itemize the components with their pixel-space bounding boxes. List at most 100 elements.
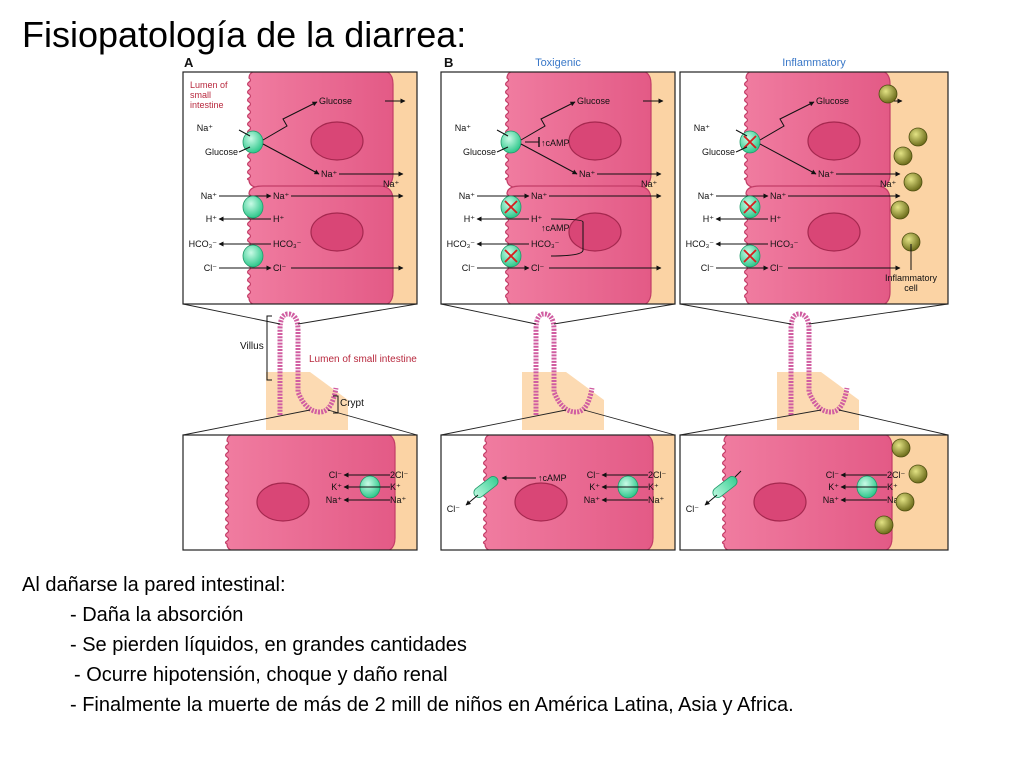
panel-border [679, 71, 949, 305]
bottom-panel-inflammatory: Cl⁻2Cl⁻K⁺K⁺Na⁺Na⁺Cl⁻ [679, 434, 949, 551]
na-arrow [759, 143, 817, 175]
zoom-line [679, 303, 792, 325]
ion-right-label: Na⁺ [770, 191, 787, 201]
zoom-line [440, 303, 537, 325]
ion-right-label: Cl⁻ [770, 263, 783, 273]
nucleus [514, 482, 568, 522]
ion-right-label: 2Cl⁻ [887, 470, 906, 480]
inflammatory-cell [908, 464, 928, 484]
note-item-1: - Daña la absorción [70, 604, 244, 626]
ion-left-label: Cl⁻ [826, 470, 839, 480]
note-item-2: - Se pierden líquidos, en grandes cantid… [70, 634, 467, 656]
zoom-line [838, 409, 949, 436]
ion-left-label: Cl⁻ [329, 470, 342, 480]
panel-a-label: A [184, 55, 194, 70]
panel-content [224, 435, 417, 550]
panel-b-label: B [444, 55, 453, 70]
nucleus [568, 121, 622, 161]
inflammatory-cell-label: Inflammatory [885, 273, 938, 283]
glucose-label: Glucose [463, 147, 496, 157]
zoom-line [679, 409, 822, 436]
crypt-cell [721, 435, 893, 550]
inflammatory-cell [874, 515, 894, 535]
ion-left-label: HCO₃⁻ [189, 239, 218, 249]
ion-left-label: K⁺ [828, 482, 839, 492]
crypt-label: Crypt [340, 398, 364, 409]
nucleus [310, 121, 364, 161]
glucose-arrow [520, 101, 576, 141]
nucleus [568, 212, 622, 252]
inflammatory-cell [903, 172, 923, 192]
lumen-label-line: intestine [190, 100, 224, 110]
glucose-line [238, 146, 251, 153]
panel-content [504, 72, 675, 304]
camp-bracket [550, 218, 584, 257]
ion-left-label: Na⁺ [584, 495, 601, 505]
na-line [238, 129, 251, 137]
na-interstitium-label: Na⁺ [641, 179, 658, 189]
ion-right-label: HCO₃⁻ [770, 239, 799, 249]
inhibition-cross [743, 135, 757, 149]
camp-label: ↑cAMP [541, 223, 570, 233]
ion-right-label: Na⁺ [648, 495, 665, 505]
nucleus [807, 121, 861, 161]
crypt-bracket [333, 395, 339, 414]
ion-right-label: Cl⁻ [273, 263, 286, 273]
chloride-secretion-arrow [704, 494, 718, 506]
ion-left-label: Na⁺ [823, 495, 840, 505]
villus-epithelium [277, 311, 339, 415]
glucose-arrow [759, 101, 815, 141]
channel-stem [734, 470, 742, 478]
ion-right-label: 2Cl⁻ [648, 470, 667, 480]
na-out-label: Na⁺ [818, 169, 835, 179]
ion-left-label: Cl⁻ [587, 470, 600, 480]
crypt-cell [224, 435, 396, 550]
na-label: Na⁺ [197, 123, 214, 133]
submucosa [777, 372, 859, 430]
notes-intro: Al dañarse la pared intestinal: [22, 574, 286, 596]
ion-left-label: HCO₃⁻ [686, 239, 715, 249]
inhibition-cross [504, 200, 518, 214]
inflammatory-cell [893, 146, 913, 166]
glucose-line [735, 146, 748, 153]
ion-left-label: Cl⁻ [204, 263, 217, 273]
ion-left-label: Na⁺ [459, 191, 476, 201]
camp-label: ↑cAMP [541, 138, 570, 148]
zoom-line [297, 303, 418, 325]
ion-right-label: Na⁺ [531, 191, 548, 201]
ion-left-label: Cl⁻ [701, 263, 714, 273]
na-label: Na⁺ [455, 123, 472, 133]
na-arrow [262, 143, 320, 175]
villus-epithelium [788, 311, 850, 415]
cftr-channel [473, 476, 499, 498]
crypt-cell [482, 435, 654, 550]
notes-block: Al dañarse la pared intestinal: - Daña l… [22, 570, 794, 720]
header-toxigenic: Toxigenic [535, 57, 581, 69]
panel-border [440, 434, 676, 551]
bottom-panel-toxigenic: Cl⁻2Cl⁻K⁺K⁺Na⁺Na⁺Cl⁻↑cAMP [440, 434, 676, 551]
inhibition-cross [743, 249, 757, 263]
zoom-line [182, 303, 281, 325]
na-out-label: Na⁺ [321, 169, 338, 179]
ion-left-label: H⁺ [703, 214, 714, 224]
villus-epithelium [533, 311, 595, 415]
villus-section-0 [182, 303, 418, 436]
glucose-label: Glucose [205, 147, 238, 157]
cl-secreted-label: Cl⁻ [686, 504, 699, 514]
na-interstitium-label: Na⁺ [880, 179, 897, 189]
transporter [242, 195, 264, 219]
note-item-3: - Ocurre hipotensión, choque y daño rena… [74, 664, 448, 686]
bottom-panel-normal: Cl⁻2Cl⁻K⁺K⁺Na⁺Na⁺ [182, 434, 418, 551]
transporter [242, 244, 264, 268]
panel-border [182, 434, 418, 551]
ion-left-label: Na⁺ [326, 495, 343, 505]
ion-right-label: H⁺ [531, 214, 542, 224]
ion-left-label: H⁺ [206, 214, 217, 224]
ion-left-label: Cl⁻ [462, 263, 475, 273]
lumen-label-line: Lumen of [190, 80, 228, 90]
ion-right-label: 2Cl⁻ [390, 470, 409, 480]
ion-left-label: K⁺ [331, 482, 342, 492]
glucose-out-label: Glucose [319, 96, 352, 106]
note-item-4: - Finalmente la muerte de más de 2 mill … [70, 694, 794, 716]
ion-right-label: HCO₃⁻ [531, 239, 560, 249]
